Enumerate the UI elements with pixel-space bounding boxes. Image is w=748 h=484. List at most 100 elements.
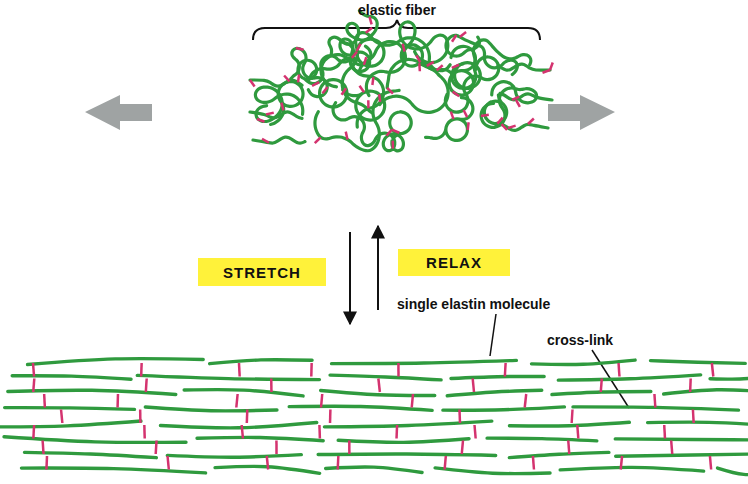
cross-link-mark (298, 74, 299, 82)
relax-arrow (377, 226, 379, 310)
elastin-strand (648, 422, 748, 425)
cross-link-mark (466, 122, 469, 130)
elastin-coil (298, 41, 354, 84)
cross-link-mark (312, 82, 319, 86)
cross-link-mark (329, 410, 332, 424)
cross-link-mark (32, 425, 35, 439)
cross-link-mark (266, 113, 274, 115)
elastin-strand (145, 407, 277, 411)
cross-link-mark (236, 394, 237, 408)
box-text: STRETCH (223, 264, 301, 281)
elastin-strand (560, 467, 703, 471)
cross-link-mark (512, 97, 519, 100)
elastin-strand (443, 407, 565, 410)
cross-link-mark (671, 441, 672, 455)
elastin-strand (137, 375, 319, 379)
elastin-strand (616, 454, 748, 456)
elastin-strand (332, 360, 517, 363)
elastin-strand (487, 438, 597, 441)
cross-link-mark (310, 363, 313, 377)
cross-link-mark (145, 379, 148, 393)
cross-link-mark (342, 88, 347, 95)
cross-link-mark (663, 425, 666, 439)
cross-link-mark (451, 112, 454, 120)
cross-link-mark (315, 138, 321, 144)
cross-link-mark (45, 456, 48, 470)
pull-arrow-right (548, 95, 615, 130)
elastin-strand (21, 468, 205, 473)
cross-link-mark (366, 28, 372, 33)
cross-link-mark (364, 57, 366, 65)
elastin-coil (500, 93, 552, 100)
cross-link-mark (154, 441, 157, 455)
elastin-coil (380, 59, 449, 112)
elastin-strand (718, 468, 748, 475)
cross-link-mark (250, 80, 255, 87)
cross-link-mark (387, 88, 393, 94)
cross-link-mark (357, 44, 361, 51)
elastin-strand (451, 376, 544, 378)
cross-link-mark (692, 410, 695, 424)
cross-link-mark (452, 35, 456, 42)
elastin-strand (5, 408, 135, 410)
cross-link-mark (570, 410, 573, 424)
elastin-coil (250, 112, 302, 118)
elastin-strand (0, 421, 141, 427)
cross-link-mark (497, 118, 502, 124)
label-box: STRETCH (198, 258, 326, 286)
elastin-coil (481, 82, 537, 128)
stretch-arrow (349, 232, 351, 324)
cross-link-mark (257, 119, 265, 122)
cross-link-mark (458, 410, 461, 424)
cross-link-mark (568, 441, 569, 455)
elastin-coil (253, 137, 305, 143)
cross-link-mark (284, 76, 289, 82)
elastin-strand (509, 422, 629, 426)
cross-link-mark (360, 86, 365, 93)
elastin-strand (28, 359, 204, 365)
cross-link-mark (238, 363, 241, 377)
cross-link-mark (418, 63, 421, 71)
cross-link-mark (372, 77, 373, 85)
cross-link-mark (378, 379, 379, 393)
elastin-strand (167, 455, 301, 458)
cross-link-mark (387, 130, 392, 136)
cross-link-mark (33, 379, 34, 393)
cross-link-mark (116, 394, 119, 408)
label-box: RELAX (398, 249, 510, 276)
elastin-strand (338, 439, 469, 443)
elastin-coil (426, 98, 473, 141)
cross-link-mark (550, 62, 553, 70)
elastin-strand (210, 360, 312, 364)
cross-link-mark (437, 65, 443, 70)
cross-link-mark (281, 103, 283, 111)
elastin-strand (651, 361, 746, 364)
part-label: single elastin molecule (397, 296, 550, 312)
cross-link-mark (577, 425, 578, 439)
cross-link-mark (143, 425, 146, 439)
cross-link-mark (445, 456, 446, 470)
cross-link-mark (502, 124, 507, 130)
cross-link-mark (427, 62, 434, 66)
cross-link-mark (346, 132, 348, 140)
elastin-strand (509, 452, 609, 457)
cross-link-mark (528, 119, 534, 124)
cross-link-mark (412, 394, 413, 408)
cross-link-mark (460, 32, 466, 37)
cross-link-mark (533, 456, 534, 470)
cross-link-mark (336, 456, 339, 470)
bracket (253, 20, 540, 40)
cross-link-mark (453, 92, 460, 97)
cross-link-mark (712, 363, 713, 377)
elastin-coil (250, 80, 302, 86)
cross-link-mark (481, 115, 489, 116)
cross-link-mark (392, 130, 399, 133)
cross-link-mark (689, 379, 692, 393)
cross-link-mark (296, 48, 304, 50)
cross-link-mark (504, 363, 507, 377)
cross-link-mark (321, 394, 322, 408)
elastin-coil (496, 124, 548, 130)
cross-link-mark (168, 456, 169, 470)
cross-link-mark (710, 456, 711, 470)
elastin-strand (318, 454, 496, 455)
